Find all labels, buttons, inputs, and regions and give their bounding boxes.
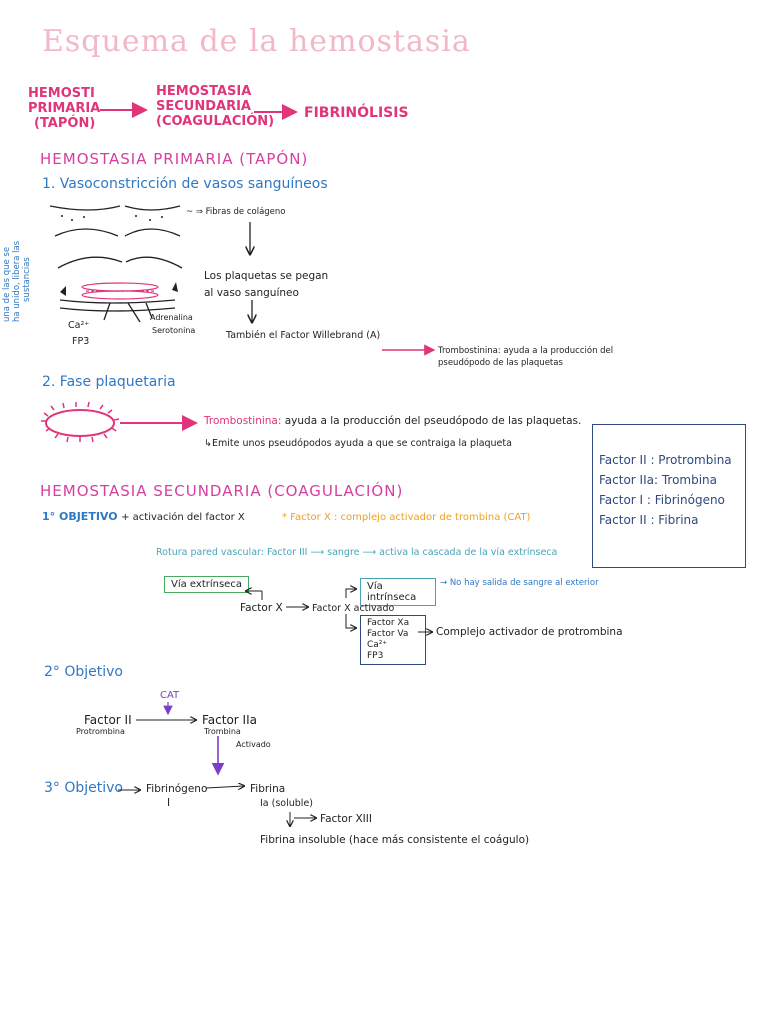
factor-item: Factor II : Fibrina xyxy=(599,513,699,527)
arrow xyxy=(205,786,244,788)
via-extrinseca-box: Vía extrínseca xyxy=(164,576,249,593)
complex-box: Factor Xa Factor Va Ca²⁺ FP3 xyxy=(360,615,426,665)
fibrinogeno-roman: I xyxy=(167,797,171,809)
plaquetas-note: Los plaquetas se pegan al vaso sanguíneo xyxy=(204,270,329,299)
fibrina-label: Fibrina xyxy=(250,783,286,795)
factor-iia-label: Factor IIa xyxy=(202,713,257,727)
factor-ii-label: Factor II xyxy=(84,713,132,727)
complejo-activador-label: Complejo activador de protrombina xyxy=(436,626,623,638)
trombostinina-small-text: Trombostinina: ayuda a la producción del… xyxy=(438,346,614,368)
ca-label: Ca²⁺ xyxy=(68,320,90,331)
fp3-label: FP3 xyxy=(72,336,90,347)
no-salida-note: → No hay salida de sangre al exterior xyxy=(440,578,599,588)
cat-label: CAT xyxy=(160,690,180,701)
factor-x-activado-label: Factor X activado xyxy=(312,603,395,614)
adrenalina-label: Adrenalina xyxy=(150,313,193,322)
factor-item: Factor IIa: Trombina xyxy=(599,473,718,487)
factor-summary-box: Factor II : Protrombina Factor IIa: Trom… xyxy=(592,424,746,568)
vessel-dots xyxy=(60,215,178,296)
activated-platelet-icon xyxy=(41,401,120,443)
trombostinina-definition: Trombostinina: ayuda a la producción del… xyxy=(204,415,582,427)
willebrand-note: También el Factor Willebrand (A) xyxy=(226,330,381,341)
trombina-label: Trombina xyxy=(204,727,241,736)
objetivo3: 3° Objetivo xyxy=(44,780,123,796)
flow-step-primaria: HEMOSTI PRIMARIA (TAPÓN) xyxy=(28,86,101,131)
step1-title: 1. Vasoconstricción de vasos sanguíneos xyxy=(42,176,328,192)
section-heading-secundaria: HEMOSTASIA SECUNDARIA (COAGULACIÓN) xyxy=(40,482,404,500)
section-heading-primaria: HEMOSTASIA PRIMARIA (TAPÓN) xyxy=(40,150,309,168)
step2-title: 2. Fase plaquetaria xyxy=(42,374,176,390)
objetivo2: 2° Objetivo xyxy=(44,664,123,680)
via-intrinseca-box: Vía intrínseca xyxy=(360,578,436,606)
vessel-sketch xyxy=(49,205,183,323)
objetivo1: 1° OBJETIVO + activación del factor X xyxy=(42,510,245,523)
fibrinogeno-label: Fibrinógeno xyxy=(146,783,208,795)
serotonina-label: Serotonina xyxy=(152,326,196,335)
pseudopodos-note: ↳Emite unos pseudópodos ayuda a que se c… xyxy=(204,438,512,449)
cat-note: * Factor X : complejo activador de tromb… xyxy=(282,512,531,523)
factor-item: Factor I : Fibrinógeno xyxy=(599,493,725,507)
factor-xiii-label: Factor XIII xyxy=(320,813,372,825)
page-title: Esquema de la hemostasia xyxy=(42,24,471,59)
activado-label: Activado xyxy=(236,740,271,749)
factor-item: Factor II : Protrombina xyxy=(599,453,732,467)
fibras-label: ~ ⇒ Fibras de colágeno xyxy=(186,207,286,217)
flow-step-secundaria: HEMOSTASIA SECUNDARIA (COAGULACIÓN) xyxy=(156,84,275,129)
arrow xyxy=(345,589,356,598)
flow-step-fibrinolisis: FIBRINÓLISIS xyxy=(304,105,409,121)
fibrina-soluble-label: Ia (soluble) xyxy=(260,798,313,809)
arrow xyxy=(345,614,356,628)
rotura-note: Rotura pared vascular: Factor III ⟶ sang… xyxy=(156,547,558,558)
fibrina-insoluble-label: Fibrina insoluble (hace más consistente … xyxy=(260,834,530,846)
factor-x-label: Factor X xyxy=(240,602,283,614)
protrombina-label: Protrombina xyxy=(76,727,125,736)
platelet-sketch xyxy=(81,282,159,300)
